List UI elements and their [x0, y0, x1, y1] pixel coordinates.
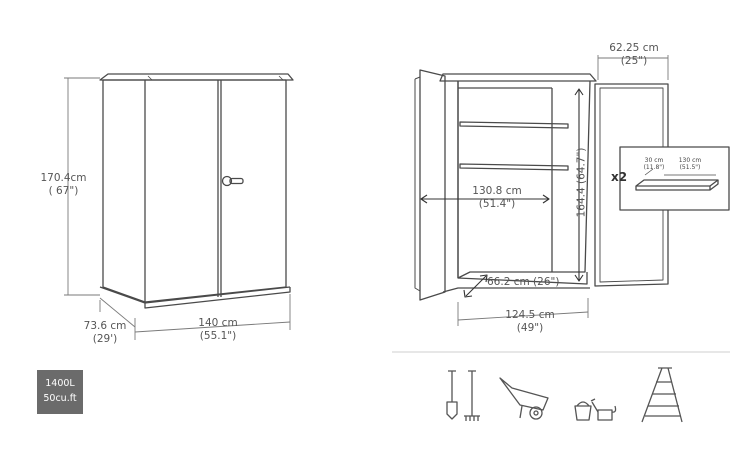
door-width-label: 62.25 cm(25") [609, 42, 659, 67]
shovel-rake-icon [446, 370, 480, 421]
depth-label: 73.6 cm(29') [83, 320, 127, 345]
inner-width-label: 130.8 cm(51.4") [472, 185, 522, 210]
capacity-badge: 1400L 50cu.ft [37, 370, 83, 414]
shelf-count-label: x2 [610, 170, 628, 184]
open-shed [414, 69, 669, 301]
dimension-lines [64, 55, 669, 340]
interior-arrows [420, 88, 584, 298]
floor-width-label: 124.5 cm(49") [505, 309, 555, 334]
inner-height-label: 164.4 (64.7") [575, 147, 588, 218]
shelf-inset [619, 146, 730, 211]
ladder-icon [641, 367, 683, 423]
bucket-watering-can-icon [574, 398, 617, 421]
shelf-depth-label: 30 cm(11.8") [643, 157, 665, 171]
door-handle [221, 175, 244, 187]
inner-depth-label: 66.2 cm (26") [487, 276, 560, 288]
shelf-length-label: 130 cm(51.5") [678, 157, 702, 171]
capacity-cubic-feet: 50cu.ft [43, 393, 77, 404]
wheelbarrow-icon [499, 377, 549, 420]
width-label: 140 cm(55.1") [198, 317, 238, 342]
height-label: 170.4cm( 67") [40, 172, 87, 197]
closed-shed [99, 73, 294, 309]
capacity-liters: 1400L [45, 378, 75, 389]
